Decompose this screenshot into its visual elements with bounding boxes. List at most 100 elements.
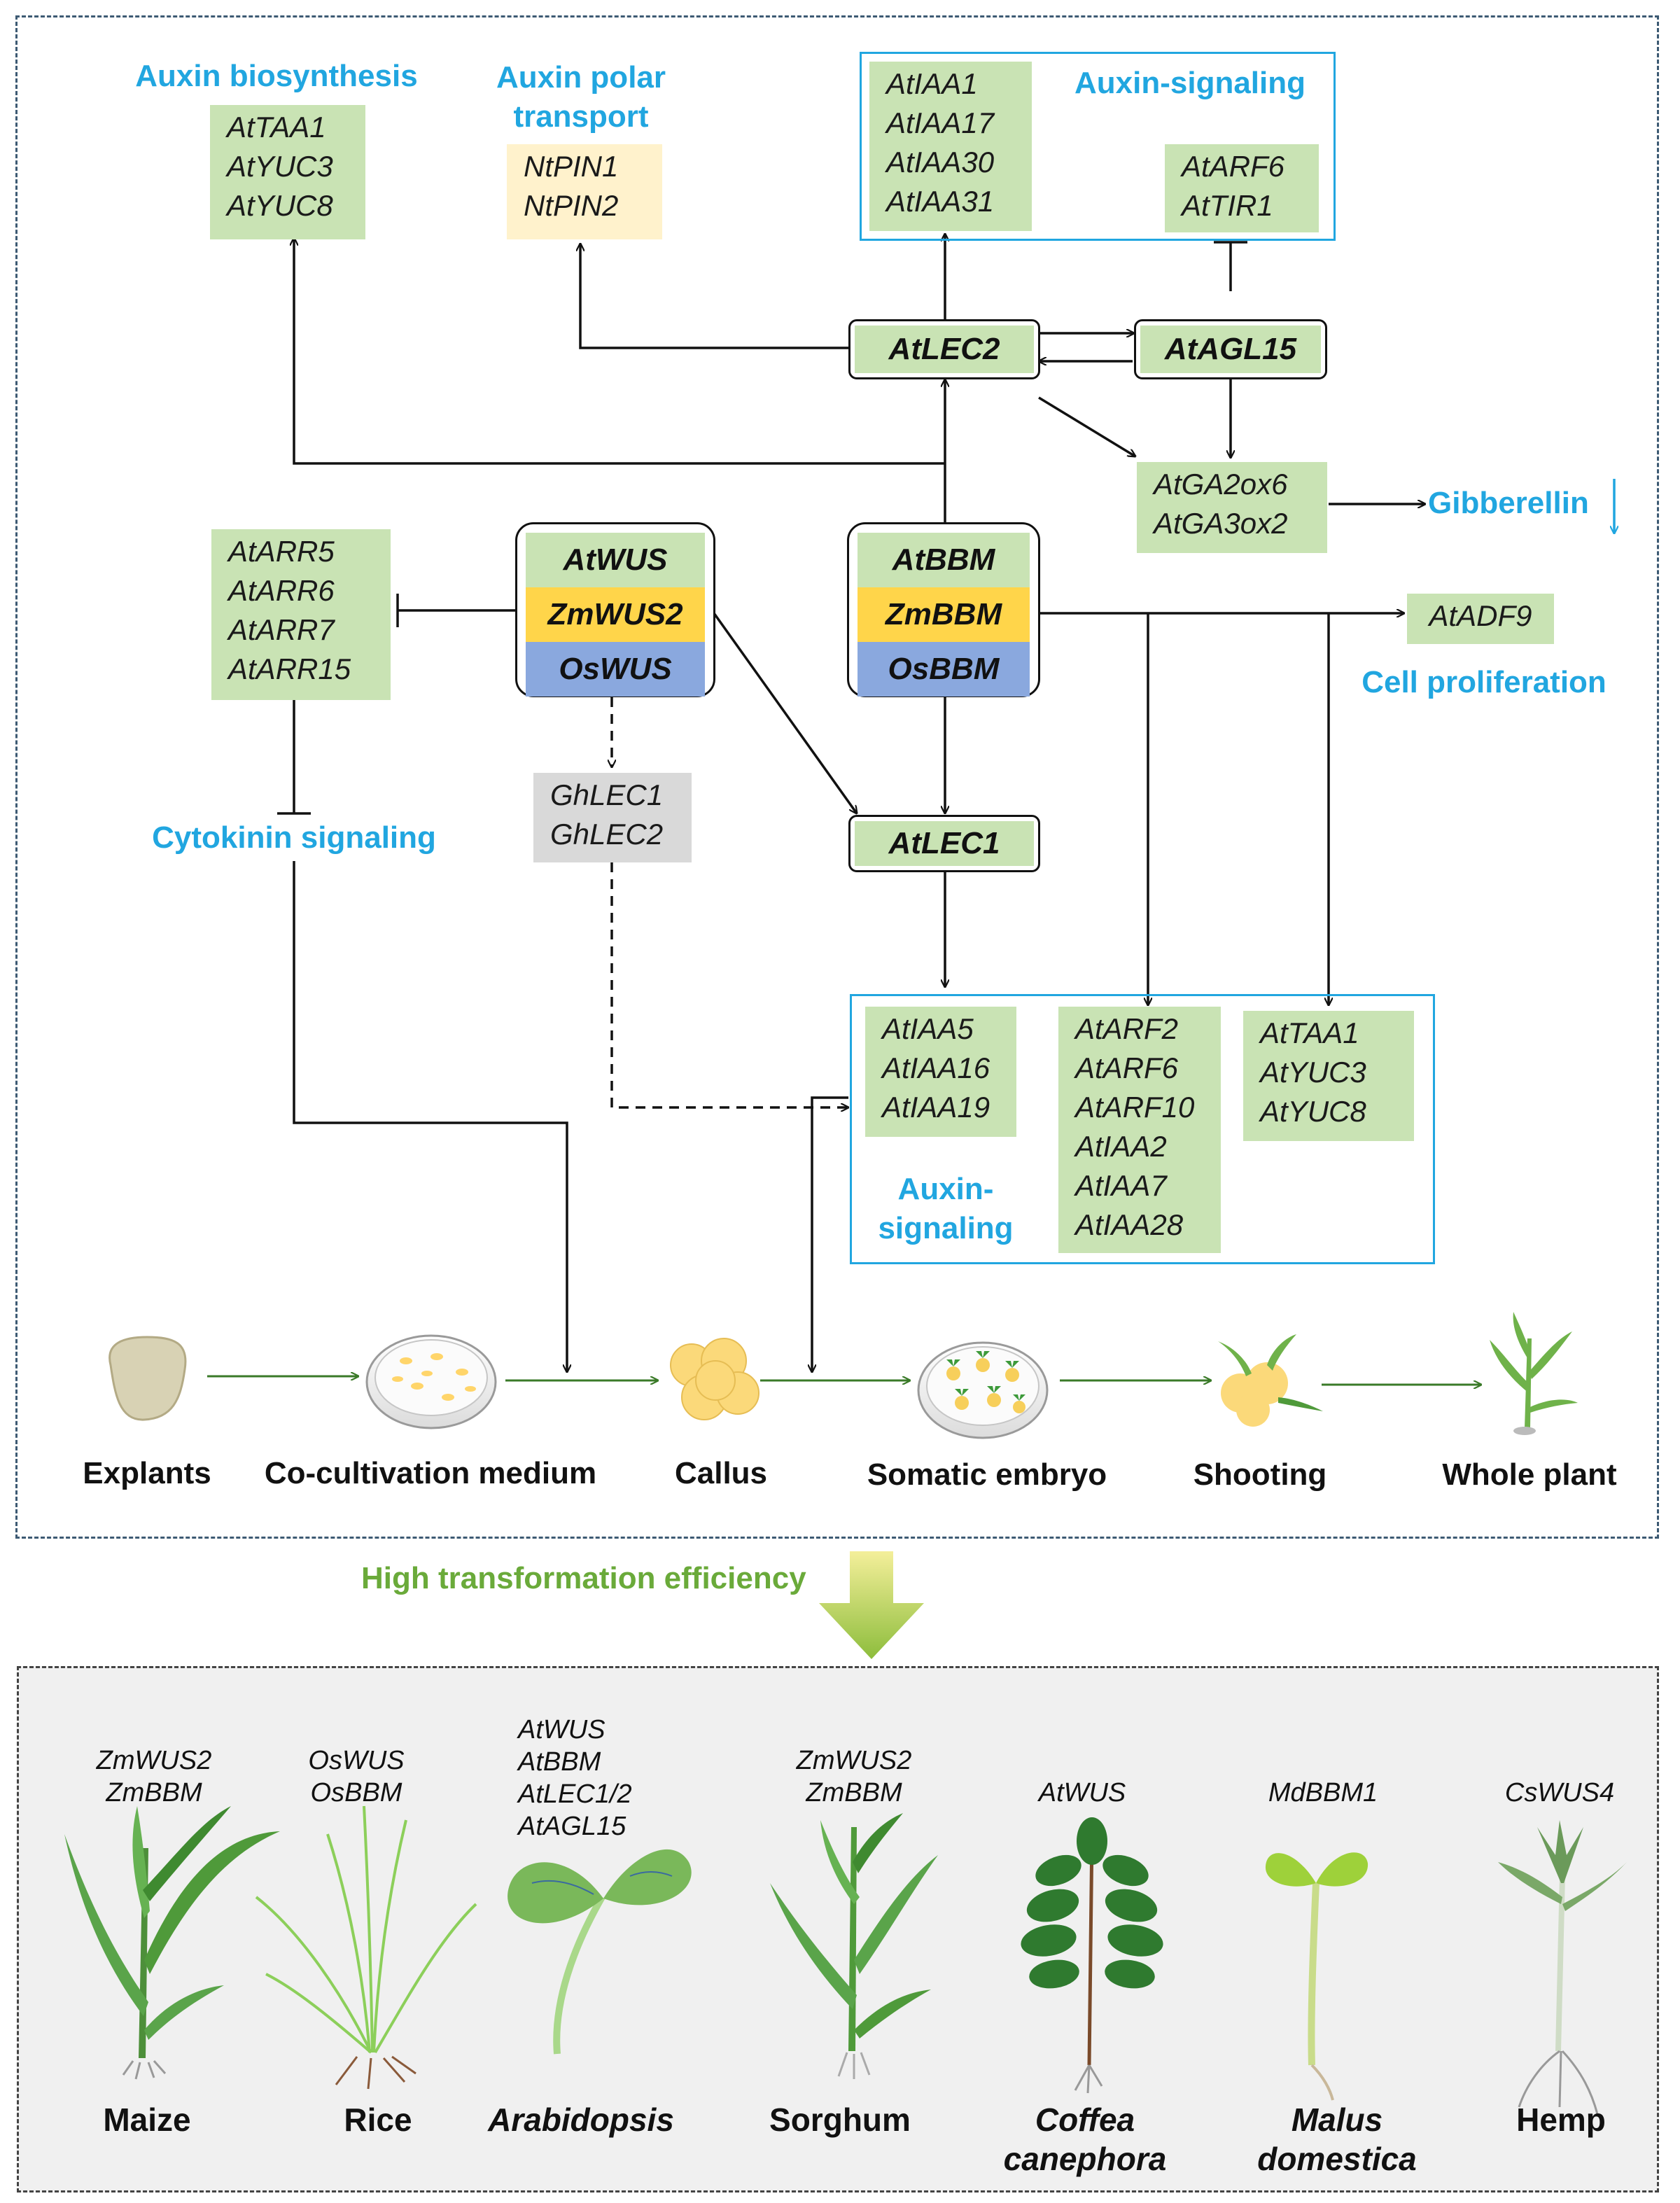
auxin-signaling-top-box xyxy=(860,52,1336,241)
gene: ZmBBM xyxy=(106,1778,202,1807)
stage-whole-plant: Whole plant xyxy=(1442,1457,1617,1492)
coffea-illustration xyxy=(1021,1817,1163,2094)
gene: AtIAA30 xyxy=(886,146,995,179)
gene: AtWUS xyxy=(1038,1778,1126,1807)
gene: NtPIN2 xyxy=(524,189,619,222)
callus-illustration xyxy=(670,1338,760,1420)
gene: AtGA3ox2 xyxy=(1154,507,1288,540)
gene: OsWUS xyxy=(308,1746,405,1775)
lec2-connectors xyxy=(580,234,1425,504)
plant-name-sorghum: Sorghum xyxy=(769,2101,911,2138)
auxin-biosynthesis-label: Auxin biosynthesis xyxy=(135,59,418,93)
osbbm-label: OsBBM xyxy=(858,642,1030,697)
arrow-lec2-to-pin xyxy=(580,244,848,349)
gene: AtARR7 xyxy=(228,613,335,646)
plant-name-hemp: Hemp xyxy=(1516,2101,1606,2138)
auxin-signaling-bottom-label-1: Auxin- xyxy=(897,1172,994,1206)
dashed-gh-to-auxin-signaling xyxy=(610,862,848,1107)
ghlec-genes: GhLEC1 GhLEC2 xyxy=(533,773,692,862)
gene: AtADF9 xyxy=(1429,599,1532,632)
stage-callus: Callus xyxy=(674,1456,768,1490)
cytokinin-signaling-label: Cytokinin signaling xyxy=(152,820,436,855)
gene: AtLEC1/2 xyxy=(518,1779,632,1809)
embryo-dish-illustration xyxy=(917,1341,1049,1439)
gene: AtARF2 xyxy=(1075,1012,1179,1045)
lec1-node: AtLEC1 xyxy=(848,815,1040,872)
plant-name-malus-1: Malus xyxy=(1291,2101,1383,2138)
plant-name-coffea-2: canephora xyxy=(1003,2141,1167,2177)
auxin-signaling-iaa5-genes: AtIAA5 AtIAA16 AtIAA19 xyxy=(865,1007,1016,1137)
gene: AtIAA7 xyxy=(1075,1169,1167,1202)
gene: AtIAA16 xyxy=(882,1051,990,1084)
gene: AtYUC3 xyxy=(1260,1056,1366,1089)
agl15-node: AtAGL15 xyxy=(1134,319,1327,379)
gene: AtARR5 xyxy=(228,535,335,568)
gibberellin-genes: AtGA2ox6 AtGA3ox2 xyxy=(1137,462,1327,553)
gene: MdBBM1 xyxy=(1268,1778,1378,1807)
stage-arrows xyxy=(207,1376,1481,1385)
plant-name-rice: Rice xyxy=(344,2101,412,2138)
gene: AtIAA28 xyxy=(1075,1208,1184,1241)
inhibit-agl15-tir1 xyxy=(1214,241,1247,291)
gene: AtARR15 xyxy=(228,652,351,685)
plant-name-malus-2: domestica xyxy=(1257,2141,1417,2177)
arabidopsis-illustration xyxy=(507,1849,692,2055)
auxin-polar-transport-label-2: transport xyxy=(513,99,649,134)
gene: AtTAA1 xyxy=(1260,1016,1359,1049)
gene: AtYUC8 xyxy=(1260,1095,1366,1128)
sorghum-genes: ZmWUS2 ZmBBM xyxy=(777,1744,931,1809)
gene: GhLEC2 xyxy=(550,818,664,851)
gene: AtWUS xyxy=(518,1715,606,1744)
gene: NtPIN1 xyxy=(524,150,619,183)
high-efficiency-label: High transformation efficiency xyxy=(361,1561,806,1595)
hemp-illustration xyxy=(1498,1820,1627,2115)
cell-proliferation-label: Cell proliferation xyxy=(1362,665,1606,699)
oswus-label: OsWUS xyxy=(526,642,705,697)
stage-explants: Explants xyxy=(83,1456,211,1490)
gene: AtARF10 xyxy=(1075,1091,1195,1124)
auxin-signaling-bottom-box xyxy=(850,994,1435,1264)
arrow-cytokinin-to-medium xyxy=(293,861,567,1372)
lec2-node: AtLEC2 xyxy=(848,319,1040,379)
adf9-gene: AtADF9 xyxy=(1407,594,1554,644)
gene: AtIAA17 xyxy=(886,106,995,139)
gibberellin-label: Gibberellin xyxy=(1428,486,1589,520)
auxin-signaling-top-label: Auxin-signaling xyxy=(1074,66,1306,100)
zmwus2-label: ZmWUS2 xyxy=(526,587,705,642)
atwus-label: AtWUS xyxy=(526,533,705,587)
maize-genes: ZmWUS2 ZmBBM xyxy=(77,1744,231,1809)
gene: ZmWUS2 xyxy=(96,1746,212,1775)
stage-shooting: Shooting xyxy=(1193,1457,1327,1492)
auxin-signaling-bottom-label-2: signaling xyxy=(878,1211,1014,1245)
hemp-genes: CsWUS4 xyxy=(1490,1777,1630,1809)
rice-genes: OsWUS OsBBM xyxy=(283,1744,430,1809)
gene: AtYUC8 xyxy=(227,189,333,222)
gene: ZmWUS2 xyxy=(796,1746,912,1775)
malus-genes: MdBBM1 xyxy=(1253,1777,1393,1809)
gene: CsWUS4 xyxy=(1504,1778,1615,1807)
zmbbm-label: ZmBBM xyxy=(858,587,1030,642)
auxin-biosynthesis-genes: AtTAA1 AtYUC3 AtYUC8 xyxy=(210,105,365,239)
stage-somatic-embryo: Somatic embryo xyxy=(867,1457,1107,1492)
wus-node-stack: AtWUS ZmWUS2 OsWUS xyxy=(515,522,715,697)
bbm-connectors xyxy=(294,238,1404,1005)
arrow-to-auxin-biosynthesis xyxy=(294,238,945,465)
explant-illustration xyxy=(108,1336,187,1421)
agl15-label: AtAGL15 xyxy=(1140,326,1321,373)
auxin-transport-genes: NtPIN1 NtPIN2 xyxy=(507,144,662,239)
lec1-label: AtLEC1 xyxy=(855,821,1034,866)
gene: GhLEC1 xyxy=(550,778,664,811)
auxin-signaling-iaa-genes: AtIAA1 AtIAA17 AtIAA30 AtIAA31 xyxy=(869,62,1032,231)
inhibit-wus-arr xyxy=(396,594,515,627)
arrow-auxin-signaling-to-callus xyxy=(812,1096,848,1372)
bbm-node-stack: AtBBM ZmBBM OsBBM xyxy=(847,522,1040,697)
gene: AtARF6 xyxy=(1075,1051,1179,1084)
auxin-signaling-arf2-genes: AtARF2 AtARF6 AtARF10 AtIAA2 AtIAA7 AtIA… xyxy=(1058,1007,1221,1253)
arrow-lec2-to-ga xyxy=(1038,396,1135,456)
gene: AtGA2ox6 xyxy=(1154,468,1288,501)
whole-plant-illustration xyxy=(1490,1312,1578,1435)
gene: AtIAA5 xyxy=(882,1012,974,1045)
plant-name-arabidopsis: Arabidopsis xyxy=(488,2101,674,2138)
